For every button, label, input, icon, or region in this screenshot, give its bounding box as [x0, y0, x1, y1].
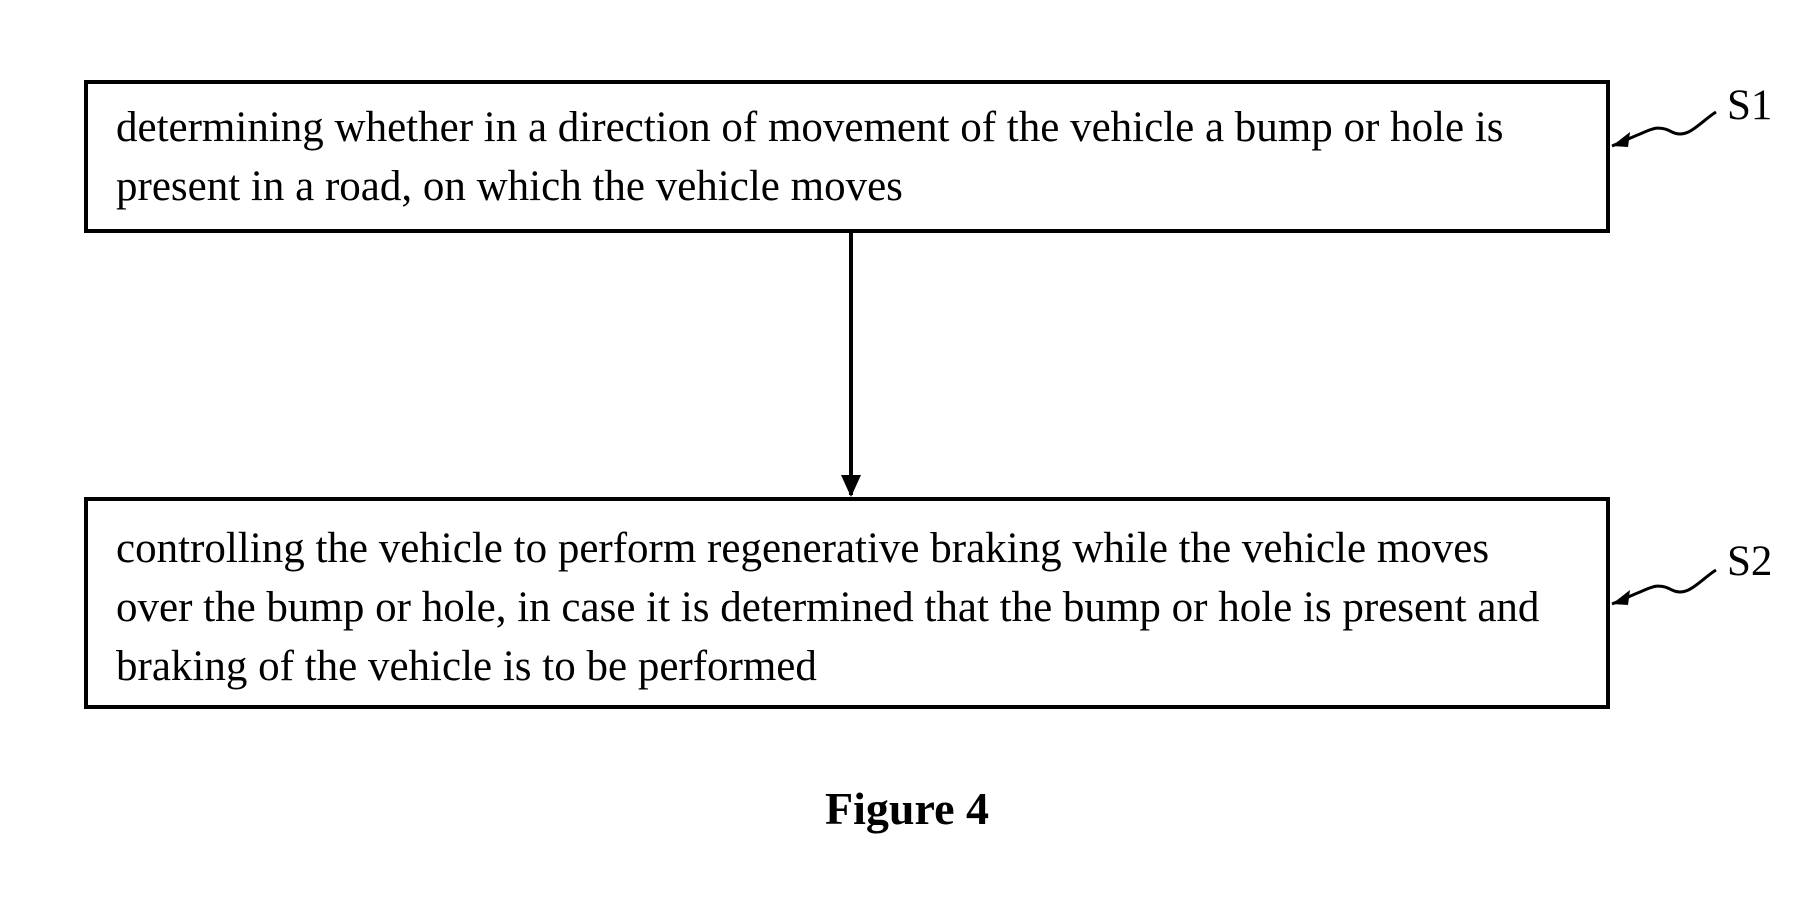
step-box-s2: controlling the vehicle to perform regen…	[84, 497, 1610, 709]
figure-caption: Figure 4	[825, 783, 989, 834]
step-text-s1: determining whether in a direction of mo…	[116, 104, 1504, 210]
leader-arrow-s1	[1612, 132, 1630, 147]
step-label-s2: S2	[1727, 538, 1773, 585]
arrow-head	[841, 475, 861, 497]
step-text-s2: controlling the vehicle to perform regen…	[116, 525, 1540, 690]
step-label-s1: S1	[1727, 82, 1773, 129]
step-box-s1: determining whether in a direction of mo…	[84, 80, 1610, 233]
leader-arrow-s2	[1612, 590, 1630, 605]
